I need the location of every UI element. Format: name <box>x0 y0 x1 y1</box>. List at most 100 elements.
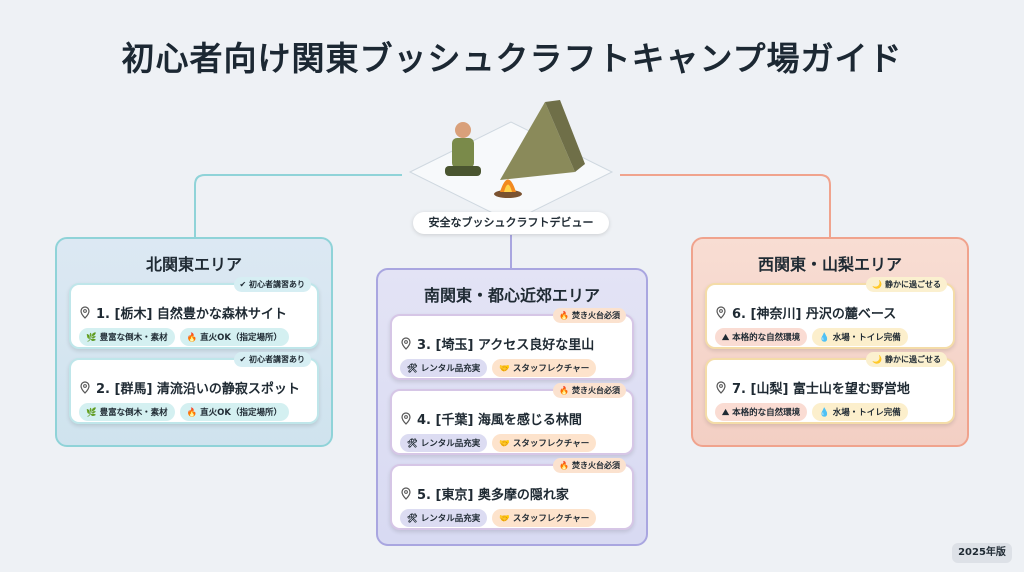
tag-label: 本格的な自然環境 <box>732 408 801 418</box>
location-pin-icon <box>716 380 726 394</box>
site-badge: 🔥 焚き火台必須 <box>553 308 626 323</box>
site-badge: 🔥 焚き火台必須 <box>553 383 626 398</box>
tag-label: 豊富な倒木・素材 <box>99 333 168 343</box>
location-pin-icon <box>401 411 411 425</box>
badge-icon: 🌙 <box>872 280 883 289</box>
site-name: 4. [千葉] 海風を感じる林間 <box>400 409 624 428</box>
area-title: 西関東・山梨エリア <box>757 255 902 274</box>
site-badge: 🔥 焚き火台必須 <box>553 458 626 473</box>
site-name: 3. [埼玉] アクセス良好な里山 <box>400 334 624 353</box>
camp-illustration <box>408 100 614 223</box>
area-panel-north-kanto: 北関東エリア ✔ 初心者講習あり 1. [栃木] 自然豊かな森林サイト 🌿 豊富… <box>55 237 333 447</box>
tag-icon: 🛠 <box>407 439 418 449</box>
site-name-text: 7. [山梨] 富士山を望む野営地 <box>732 382 910 397</box>
tag-label: スタッフレクチャー <box>512 364 590 374</box>
tag-icon: 🤝 <box>499 514 510 524</box>
feature-tag: 🌿 豊富な倒木・素材 <box>79 403 175 421</box>
tag-icon: 🔥 <box>186 408 198 418</box>
badge-label: 焚き火台必須 <box>572 311 620 320</box>
tag-label: レンタル品充実 <box>420 364 481 374</box>
badge-label: 静かに過ごせる <box>885 280 941 289</box>
site-badge: ✔ 初心者講習あり <box>233 277 311 292</box>
feature-tag: ⛰ 本格的な自然環境 <box>715 328 808 346</box>
page-title: 初心者向け関東ブッシュクラフトキャンプ場ガイド <box>121 39 903 78</box>
site-name: 7. [山梨] 富士山を望む野営地 <box>715 378 945 397</box>
badge-label: 静かに過ごせる <box>885 355 941 364</box>
tag-icon: 🌿 <box>86 333 97 343</box>
site-name-text: 2. [群馬] 清流沿いの静寂スポット <box>96 382 300 397</box>
site-name-text: 4. [千葉] 海風を感じる林間 <box>417 413 582 428</box>
site-name-text: 5. [東京] 奥多摩の隠れ家 <box>417 488 569 503</box>
site-card[interactable]: 🔥 焚き火台必須 5. [東京] 奥多摩の隠れ家 🛠 レンタル品充実🤝 スタッフ… <box>390 458 634 530</box>
feature-tag: 💧 水場・トイレ完備 <box>812 328 908 346</box>
site-card[interactable]: 🔥 焚き火台必須 3. [埼玉] アクセス良好な里山 🛠 レンタル品充実🤝 スタ… <box>390 308 634 380</box>
location-pin-icon <box>401 486 411 500</box>
site-badge: 🌙 静かに過ごせる <box>866 277 947 292</box>
location-pin-icon <box>80 305 90 319</box>
tag-label: 水場・トイレ完備 <box>832 333 901 343</box>
tag-icon: 🤝 <box>499 364 510 374</box>
tag-label: 豊富な倒木・素材 <box>99 408 168 418</box>
hero-label: 安全なブッシュクラフトデビュー <box>413 212 609 234</box>
badge-icon: 🔥 <box>559 386 570 395</box>
feature-tag: 🤝 スタッフレクチャー <box>492 434 597 452</box>
tag-label: レンタル品充実 <box>420 439 481 449</box>
location-pin-icon <box>80 380 90 394</box>
tag-icon: 💧 <box>819 408 830 418</box>
badge-icon: 🔥 <box>559 311 570 320</box>
badge-icon: ✔ <box>239 355 247 364</box>
feature-tag: 🛠 レンタル品充実 <box>400 359 488 377</box>
tag-icon: 🌿 <box>86 408 97 418</box>
site-badge: 🌙 静かに過ごせる <box>866 352 947 367</box>
feature-tag: 🌿 豊富な倒木・素材 <box>79 328 175 346</box>
site-card[interactable]: 🌙 静かに過ごせる 6. [神奈川] 丹沢の麓ベース ⛰ 本格的な自然環境💧 水… <box>705 277 955 349</box>
feature-tag: 🛠 レンタル品充実 <box>400 509 488 527</box>
site-card[interactable]: 🌙 静かに過ごせる 7. [山梨] 富士山を望む野営地 ⛰ 本格的な自然環境💧 … <box>705 352 955 424</box>
site-card[interactable]: ✔ 初心者講習あり 2. [群馬] 清流沿いの静寂スポット 🌿 豊富な倒木・素材… <box>69 352 319 424</box>
site-name: 6. [神奈川] 丹沢の麓ベース <box>715 303 945 322</box>
feature-tag: 🔥 直火OK（指定場所） <box>179 328 289 346</box>
tag-icon: 🔥 <box>186 333 198 343</box>
site-name-text: 6. [神奈川] 丹沢の麓ベース <box>732 307 897 322</box>
area-title: 南関東・都心近郊エリア <box>423 286 600 305</box>
site-card[interactable]: ✔ 初心者講習あり 1. [栃木] 自然豊かな森林サイト 🌿 豊富な倒木・素材🔥… <box>69 277 319 349</box>
year-badge: 2025年版 <box>952 543 1012 563</box>
feature-tag: 🤝 スタッフレクチャー <box>492 509 597 527</box>
tag-icon: 🤝 <box>499 439 510 449</box>
tag-label: 水場・トイレ完備 <box>832 408 901 418</box>
site-name-text: 3. [埼玉] アクセス良好な里山 <box>417 338 595 353</box>
tag-label: 直火OK（指定場所） <box>200 333 282 343</box>
tag-label: スタッフレクチャー <box>512 439 590 449</box>
area-panel-west-kanto: 西関東・山梨エリア 🌙 静かに過ごせる 6. [神奈川] 丹沢の麓ベース ⛰ 本… <box>691 237 969 447</box>
location-pin-icon <box>401 336 411 350</box>
badge-label: 焚き火台必須 <box>572 461 620 470</box>
feature-tag: 🤝 スタッフレクチャー <box>492 359 597 377</box>
badge-icon: 🌙 <box>872 355 883 364</box>
feature-tag: 🔥 直火OK（指定場所） <box>179 403 289 421</box>
tag-label: レンタル品充実 <box>420 514 481 524</box>
tag-icon: ⛰ <box>722 333 730 343</box>
feature-tag: 💧 水場・トイレ完備 <box>812 403 908 421</box>
site-name: 1. [栃木] 自然豊かな森林サイト <box>79 303 309 322</box>
tag-icon: 💧 <box>819 333 830 343</box>
site-card[interactable]: 🔥 焚き火台必須 4. [千葉] 海風を感じる林間 🛠 レンタル品充実🤝 スタッ… <box>390 383 634 455</box>
tag-label: 本格的な自然環境 <box>732 333 801 343</box>
site-badge: ✔ 初心者講習あり <box>233 352 311 367</box>
site-name-text: 1. [栃木] 自然豊かな森林サイト <box>96 307 287 322</box>
badge-label: 初心者講習あり <box>249 355 305 364</box>
feature-tag: ⛰ 本格的な自然環境 <box>715 403 808 421</box>
location-pin-icon <box>716 305 726 319</box>
tag-label: スタッフレクチャー <box>512 514 590 524</box>
area-title: 北関東エリア <box>145 255 242 274</box>
badge-label: 焚き火台必須 <box>572 386 620 395</box>
badge-label: 初心者講習あり <box>249 280 305 289</box>
badge-icon: 🔥 <box>559 461 570 470</box>
badge-icon: ✔ <box>239 280 247 289</box>
site-name: 2. [群馬] 清流沿いの静寂スポット <box>79 378 309 397</box>
tag-icon: 🛠 <box>407 514 418 524</box>
tag-icon: 🛠 <box>407 364 418 374</box>
tag-label: 直火OK（指定場所） <box>200 408 282 418</box>
tag-icon: ⛰ <box>722 408 730 418</box>
feature-tag: 🛠 レンタル品充実 <box>400 434 488 452</box>
